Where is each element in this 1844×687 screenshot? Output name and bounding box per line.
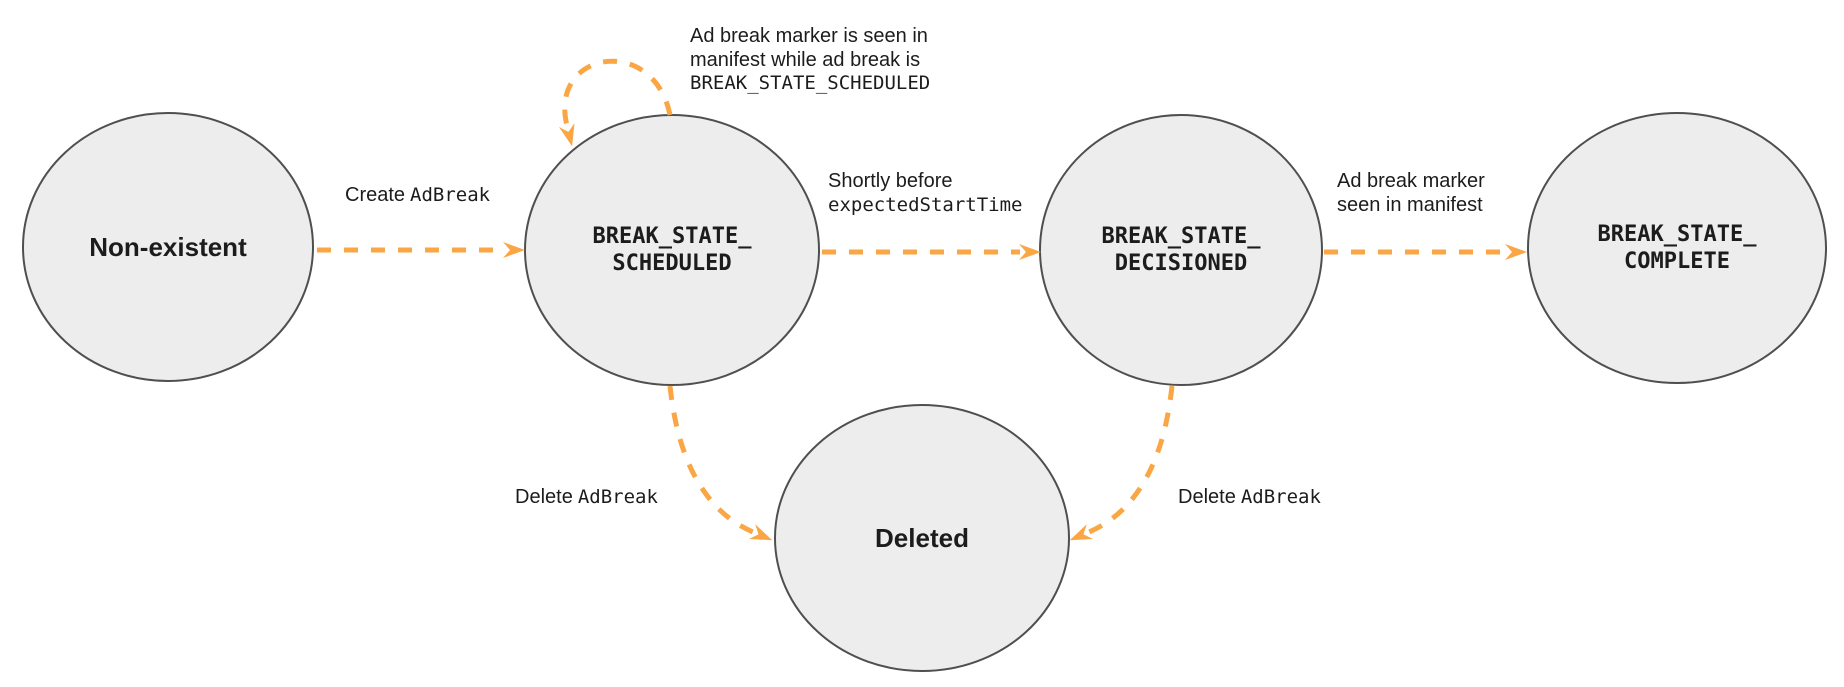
state-node-scheduled — [524, 114, 820, 386]
transition-arrow-delete-from-decisioned — [1069, 385, 1175, 541]
edge-label-self-loop-code: BREAK_STATE_SCHEDULED — [690, 72, 931, 94]
state-node-deleted — [774, 404, 1070, 672]
node-label-decisioned-line1: BREAK_STATE_ — [1101, 224, 1261, 249]
state-node-complete — [1527, 112, 1827, 384]
edge-label-self-loop-line1: Ad break marker is seen in — [690, 25, 928, 47]
node-label-decisioned: BREAK_STATE_ DECISIONED — [1040, 223, 1322, 277]
state-node-non-existent — [22, 112, 314, 382]
edge-label-self-loop-line2: manifest while ad break is — [690, 48, 921, 71]
edge-label-create-code: AdBreak — [410, 184, 491, 206]
transition-arrow-self-loop — [558, 58, 673, 147]
node-label-scheduled-line2: SCHEDULED — [612, 251, 732, 276]
node-label-complete: BREAK_STATE_ COMPLETE — [1528, 221, 1826, 275]
node-label-complete-line2: COMPLETE — [1624, 249, 1730, 274]
edge-label-complete-line1: Ad break marker — [1337, 170, 1485, 192]
node-label-scheduled-line1: BREAK_STATE_ — [592, 224, 752, 249]
node-label-non-existent: Non-existent — [89, 232, 247, 262]
node-label-deleted: Deleted — [875, 523, 969, 553]
edge-label-delete-from-scheduled-code: AdBreak — [577, 486, 658, 508]
edge-label-delete-from-decisioned-text: Delete — [1178, 486, 1236, 508]
transition-arrow-delete-from-scheduled — [667, 385, 773, 541]
edge-label-self-loop: Ad break marker is seen in manifest whil… — [690, 25, 930, 96]
node-label-scheduled: BREAK_STATE_ SCHEDULED — [525, 223, 819, 277]
edge-label-decision-code: expectedStartTime — [828, 193, 1023, 216]
edge-label-delete-from-scheduled-text: Delete — [515, 486, 573, 508]
node-label-complete-line1: BREAK_STATE_ — [1597, 222, 1757, 247]
edge-label-decision-text: Shortly before — [828, 170, 953, 192]
edge-label-complete: Ad break marker seen in manifest — [1337, 170, 1485, 217]
edge-label-decision: Shortly before expectedStartTime — [828, 170, 1022, 217]
edge-label-complete-line2: seen in manifest — [1337, 193, 1483, 216]
edge-label-create-text: Create — [345, 184, 406, 206]
node-label-decisioned-line2: DECISIONED — [1114, 251, 1248, 276]
edge-label-delete-from-decisioned-code: AdBreak — [1240, 486, 1321, 508]
